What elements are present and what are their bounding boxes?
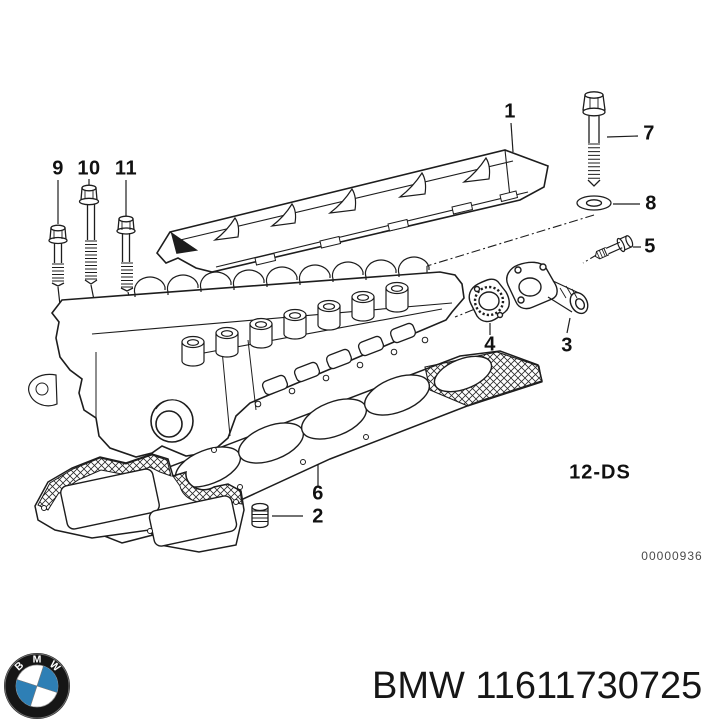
callout-8: 8 [645,192,657,215]
group-code-label: 12-DS [569,461,631,484]
callout-4: 4 [484,333,496,356]
callout-9: 9 [52,157,64,180]
part-number-title: BMW 11611730725 [372,665,703,707]
gasket-4 [468,278,510,323]
bmw-logo: B M W [4,653,70,719]
cylinder-head-cover [156,149,549,273]
timing-case-gasket [34,453,245,553]
bolt-9 [48,224,68,287]
cylinder-head [28,256,465,458]
callout-3: 3 [561,334,573,357]
bolt-7 [582,91,606,187]
washer-8 [576,195,612,211]
plate-number: 00000936 [641,549,703,563]
bolt-5 [594,235,634,260]
callout-10: 10 [77,157,101,180]
bolt-11 [116,215,136,292]
callout-5: 5 [644,235,656,258]
callout-7: 7 [643,122,655,145]
logo-letter-m: M [33,654,42,666]
callout-1: 1 [504,100,516,123]
plug-2 [251,502,269,529]
callout-2: 2 [312,505,324,528]
callout-11: 11 [114,157,138,180]
thermostat-housing-3 [506,261,589,315]
bolt-10 [78,184,100,285]
callout-6: 6 [312,482,324,505]
